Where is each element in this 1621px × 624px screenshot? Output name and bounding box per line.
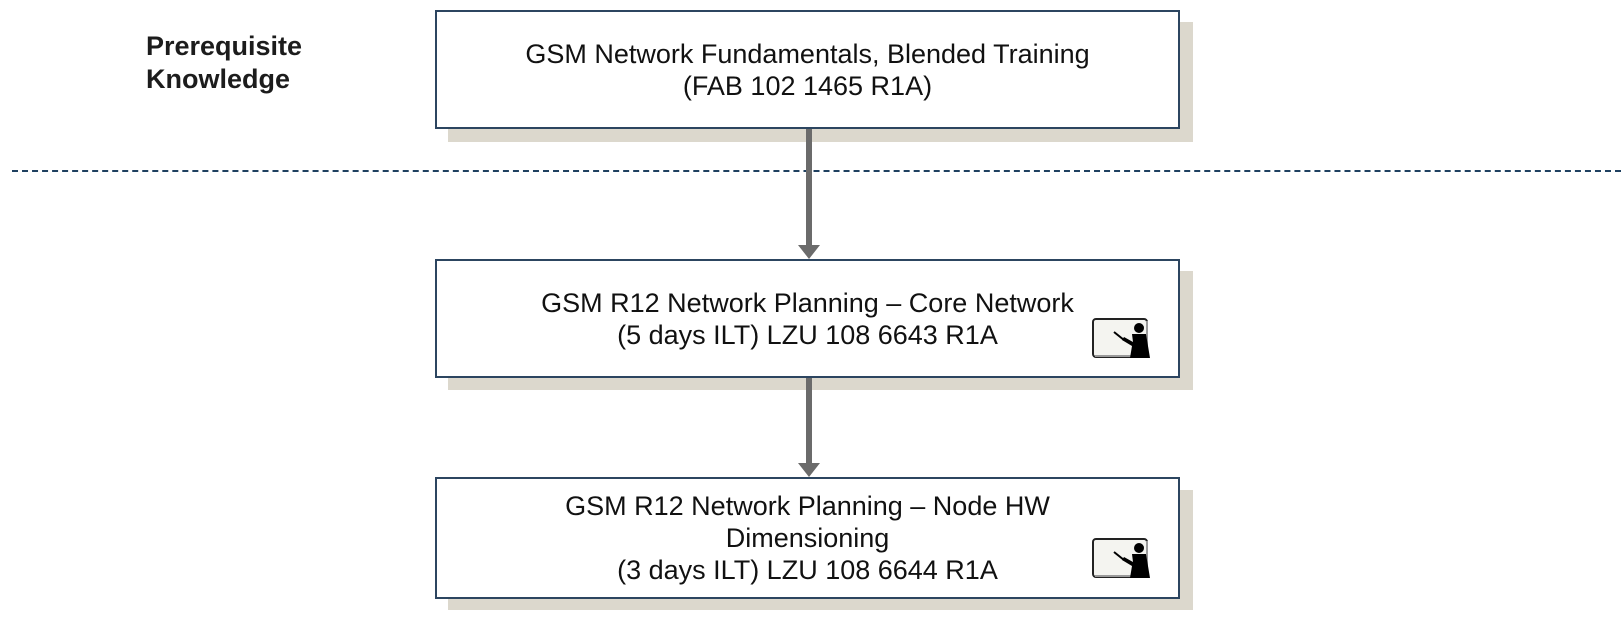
prerequisite-knowledge-label: Prerequisite Knowledge — [146, 30, 302, 96]
arrow-down-icon — [798, 463, 820, 477]
arrow-down-icon — [798, 245, 820, 259]
course-box-node-hw-dimensioning: GSM R12 Network Planning – Node HW Dimen… — [435, 477, 1180, 599]
course-box-gsm-network-fundamentals: GSM Network Fundamentals, Blended Traini… — [435, 10, 1180, 129]
course-title: GSM Network Fundamentals, Blended Traini… — [525, 38, 1090, 69]
course-code: (3 days ILT) LZU 108 6644 R1A — [617, 555, 998, 585]
connector-line — [806, 378, 812, 464]
connector-line — [806, 129, 812, 246]
course-title: GSM R12 Network Planning – Node HW — [565, 491, 1050, 521]
prerequisite-divider — [12, 170, 1621, 172]
course-code: (5 days ILT) LZU 108 6643 R1A — [617, 319, 998, 350]
course-box-core-network: GSM R12 Network Planning – Core Network … — [435, 259, 1180, 378]
prerequisite-label-line2: Knowledge — [146, 64, 291, 94]
course-code: (FAB 102 1465 R1A) — [682, 70, 933, 101]
course-title: GSM R12 Network Planning – Core Network — [541, 287, 1074, 318]
prerequisite-label-line1: Prerequisite — [146, 31, 303, 61]
course-title-continued: Dimensioning — [725, 523, 890, 553]
instructor-led-training-icon — [1092, 318, 1150, 358]
instructor-led-training-icon — [1092, 538, 1150, 578]
